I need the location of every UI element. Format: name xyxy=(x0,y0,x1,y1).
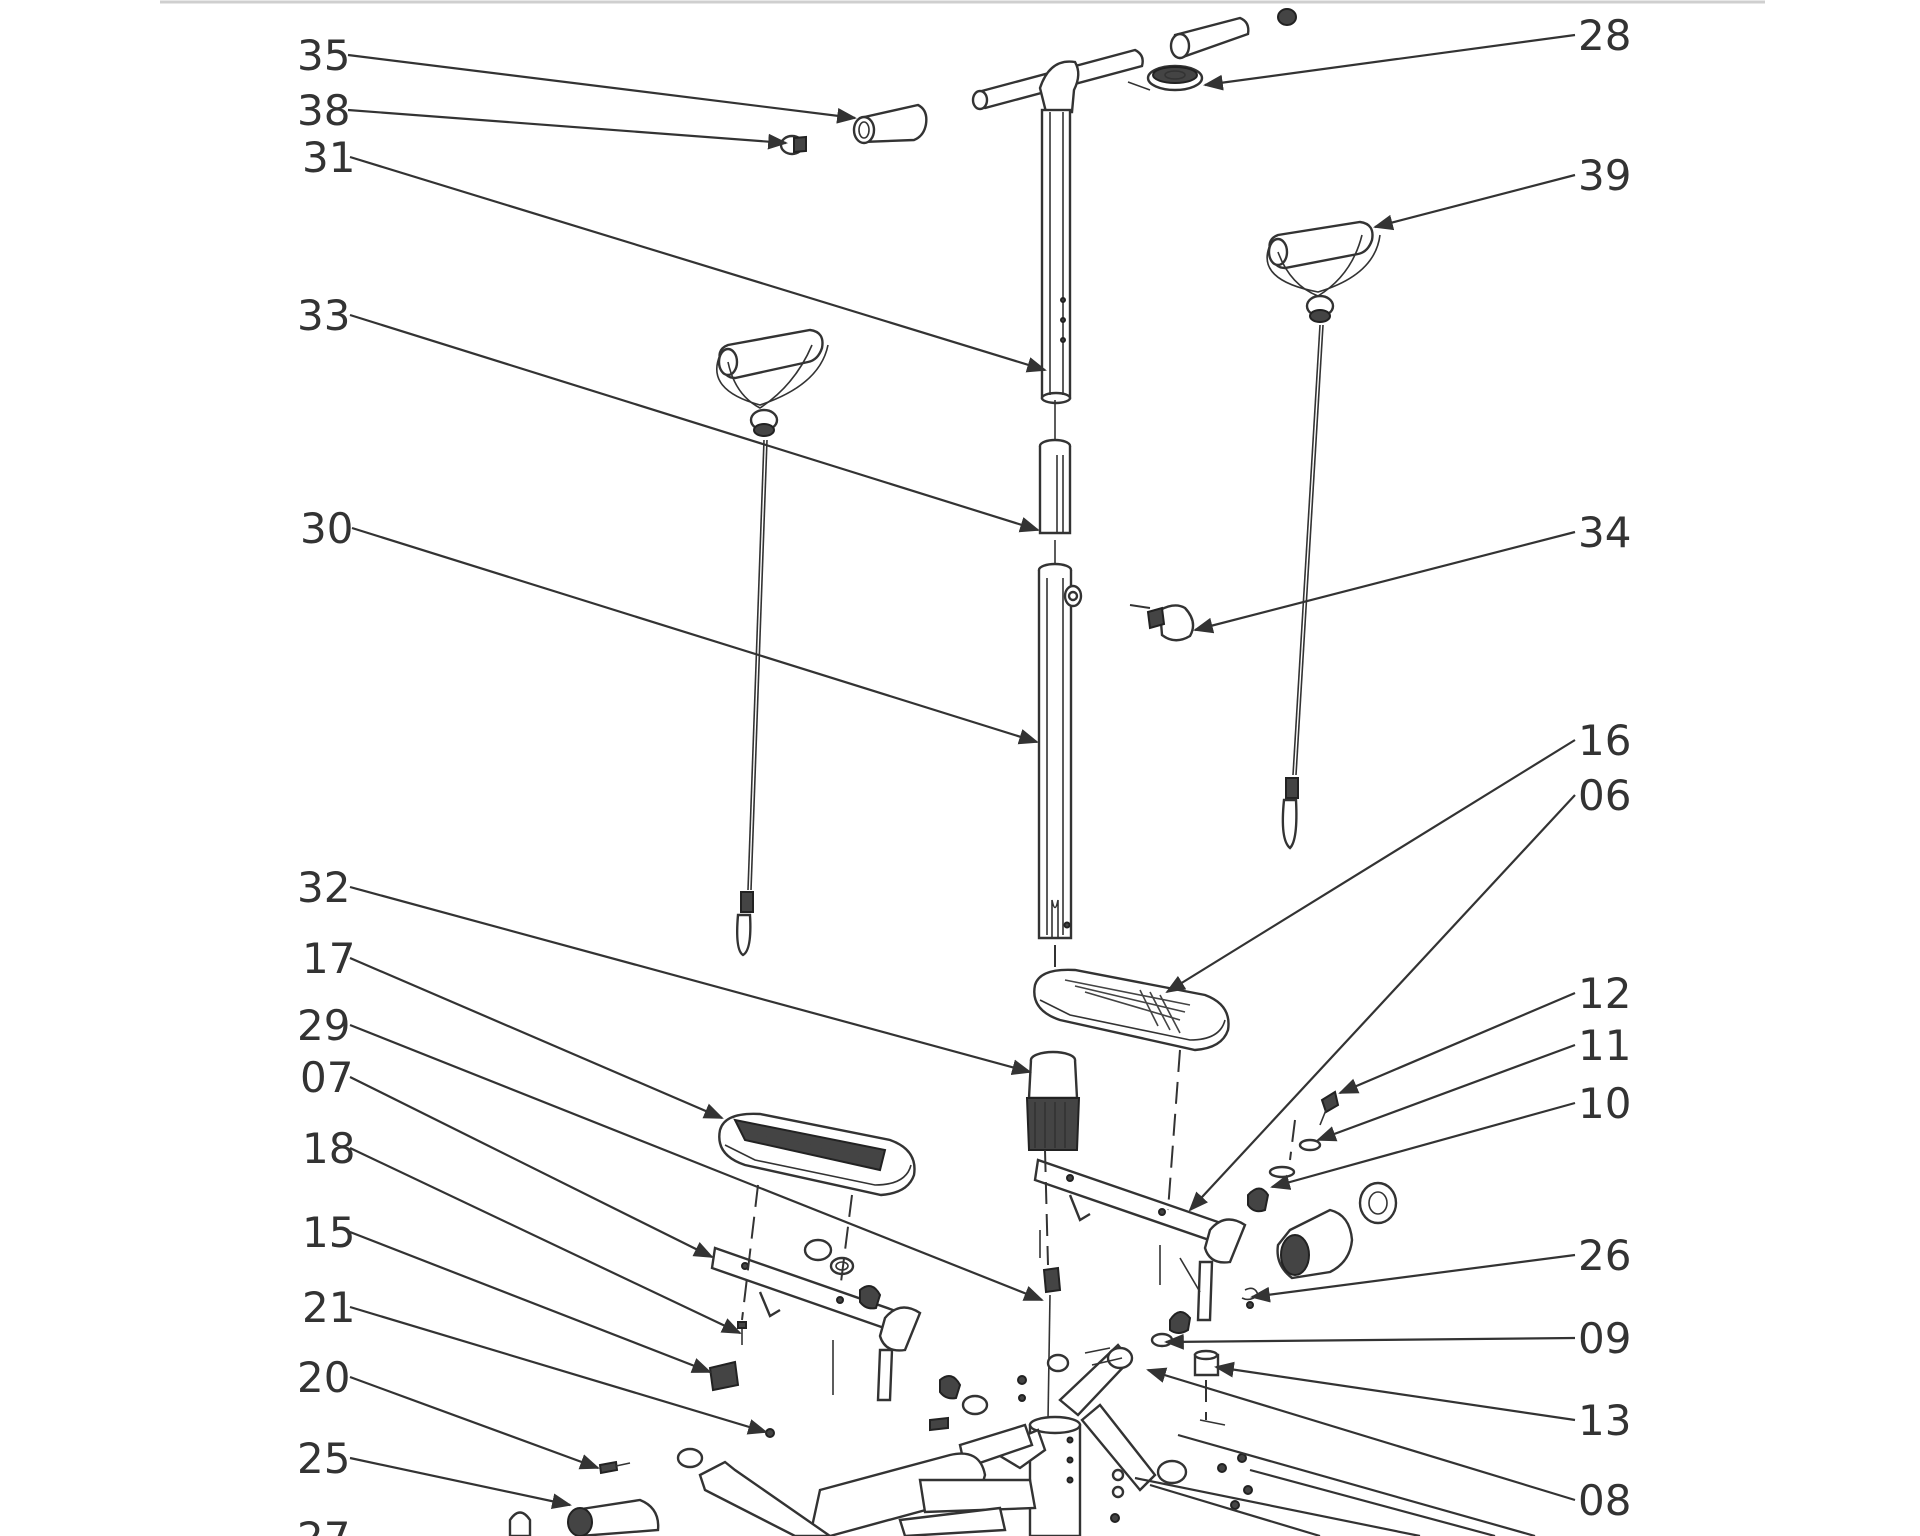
part-32-spline-coupling xyxy=(1025,1050,1081,1151)
label-13: 13 xyxy=(1578,1396,1631,1445)
leader-lines xyxy=(347,33,1576,1536)
part-38-end-cap xyxy=(779,134,807,156)
label-35: 35 xyxy=(297,31,350,80)
part-30-main-tube xyxy=(1037,562,1073,940)
label-15: 15 xyxy=(302,1208,355,1257)
label-29: 29 xyxy=(297,1001,350,1050)
part-27-cap xyxy=(508,1511,532,1536)
label-38: 38 xyxy=(297,86,350,135)
part-left-bearings xyxy=(803,1238,989,1416)
label-06: 06 xyxy=(1578,771,1631,820)
label-17: 17 xyxy=(302,934,355,983)
part-34-knob xyxy=(1063,584,1195,642)
part-07-left-pedal-arm xyxy=(710,1246,922,1402)
part-31-handlebar-tube xyxy=(971,48,1144,405)
part-rope-handle-left xyxy=(716,328,829,957)
part-number-labels: 35 38 31 33 30 32 17 29 07 18 15 21 20 2… xyxy=(297,11,1631,1536)
label-12: 12 xyxy=(1578,969,1631,1018)
part-06-right-pedal-arm xyxy=(1033,1158,1247,1322)
part-28-counter xyxy=(1127,64,1204,92)
label-20: 20 xyxy=(297,1353,350,1402)
part-39-rope-handle-right xyxy=(1266,220,1381,850)
part-base-frame xyxy=(676,1343,1188,1536)
part-09-bearing xyxy=(1150,1311,1192,1348)
label-39: 39 xyxy=(1578,151,1631,200)
label-16: 16 xyxy=(1578,716,1631,765)
label-32: 32 xyxy=(297,863,350,912)
part-25-hub xyxy=(567,1498,660,1536)
label-09: 09 xyxy=(1578,1314,1631,1363)
part-11-washer xyxy=(1298,1138,1322,1152)
part-10-bearing xyxy=(1247,1165,1296,1213)
label-33: 33 xyxy=(297,291,350,340)
part-29-bracket xyxy=(1042,1266,1062,1421)
part-33-sleeve xyxy=(1038,438,1072,535)
label-07: 07 xyxy=(300,1053,353,1102)
label-31: 31 xyxy=(302,133,355,182)
parts-drawing xyxy=(508,8,1398,1536)
label-18: 18 xyxy=(302,1124,355,1173)
part-12-cap xyxy=(1319,1090,1340,1126)
label-30: 30 xyxy=(300,504,353,553)
part-16-right-pedal xyxy=(1033,968,1230,1052)
alignment-lines xyxy=(741,945,1296,1321)
label-27: 27 xyxy=(297,1513,350,1536)
part-right-grip xyxy=(1169,8,1297,60)
label-08: 08 xyxy=(1578,1476,1631,1525)
label-26: 26 xyxy=(1578,1231,1631,1280)
part-35-left-grip xyxy=(852,103,928,145)
label-11: 11 xyxy=(1578,1021,1631,1070)
part-17-left-pedal xyxy=(718,1112,916,1197)
part-15-block xyxy=(708,1360,740,1392)
part-hub-assembly xyxy=(1276,1181,1398,1280)
label-28: 28 xyxy=(1578,11,1631,60)
label-34: 34 xyxy=(1578,508,1631,557)
label-10: 10 xyxy=(1578,1079,1631,1128)
label-21: 21 xyxy=(302,1283,355,1332)
label-25: 25 xyxy=(297,1434,350,1483)
part-26-clip xyxy=(1241,1287,1259,1309)
